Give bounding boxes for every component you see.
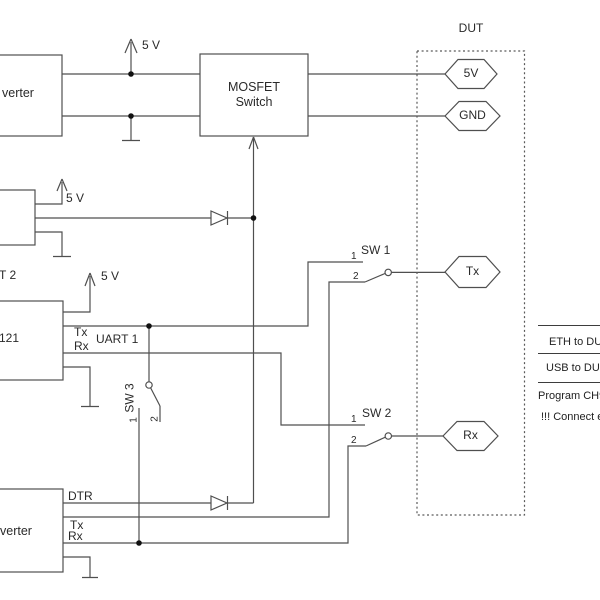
switch-sw1 [63,268,445,518]
sw3-pin2-label: 2 [149,416,161,422]
sw2-pivot [384,432,393,440]
rail-5v-top-label: 5 V [142,38,161,52]
converter-top-label: verter [2,86,34,100]
sw2-arm [365,436,386,447]
power-rail-top [122,38,140,142]
diode-dtr [210,495,229,511]
rail-5v-module-label: 5 V [101,269,120,283]
sw1-pivot [384,268,393,277]
wire-mosfet-to-dut [308,73,445,117]
block-converter-top [0,54,63,137]
module-tx-pin-label: Tx [74,325,88,339]
uart2-label: T 2 [0,268,17,282]
wire-uart1-rx [63,352,365,426]
block-converter-bottom [0,488,64,573]
sw1-pin1-label: 1 [351,251,357,262]
ground-icon [122,116,140,142]
bottom-rx-pin-label: Rx [68,529,83,543]
port-5v-hexagon [444,58,498,90]
arrow-up-icon [248,136,259,150]
dut-port-gnd-label: GND [459,108,486,122]
module-rx-pin-label: Rx [74,339,89,353]
sw3-pivot [145,381,153,389]
block-uart2 [0,189,36,246]
note-usb: USB to DU [546,362,600,374]
block-mosfet-switch [199,53,309,137]
uart2-pins [35,178,254,258]
wire-bottom-rx-to-sw2 [63,445,366,544]
sw2-pin1-label: 1 [351,414,357,425]
sw2-pin2-label: 2 [351,435,357,446]
arrow-up-icon [84,272,96,287]
junction-dots [128,71,257,546]
notes-divider [538,325,600,326]
note-program: Program CH9 [538,390,600,402]
sw3-arm [150,387,161,407]
sw2-name: SW 2 [362,406,392,420]
sw3-name: SW 3 [122,383,137,413]
dut-port-rx-label: Rx [463,428,478,442]
arrow-up-icon [124,38,138,54]
port-tx-hexagon [444,255,501,289]
wire-mosfet-control [248,136,259,503]
sw3-pin1-label: 1 [128,417,140,423]
note-connect: !!! Connect e [541,411,600,423]
uart1-label: UART 1 [96,332,139,346]
dut-port-tx-label: Tx [465,264,480,278]
converter-bottom-label: verter [0,524,32,538]
notes-divider [538,382,600,383]
module-pins [63,261,365,426]
mosfet-label-line2: Switch [235,95,273,109]
ground-icon [35,231,71,258]
dut-port-5v-label: 5V [463,66,479,80]
port-gnd-hexagon [444,100,501,132]
arrow-up-icon [56,178,68,192]
switch-sw2 [63,432,443,544]
notes-divider [538,353,600,354]
wire-converter-to-mosfet [62,73,200,117]
note-eth: ETH to DU [549,336,600,348]
dut-title: DUT [458,21,484,35]
dtr-pin-label: DTR [68,489,93,503]
mosfet-label-line1: MOSFET [227,80,281,94]
bottom-tx-pin-label: Tx [70,518,84,532]
wire-bottom-tx-to-sw1 [63,281,365,518]
module-121-label: 121 [0,331,20,345]
sw1-pin2-label: 2 [353,271,359,282]
sw1-arm [364,272,386,283]
dut-boundary [416,50,526,516]
rail-5v-uart2-label: 5 V [66,191,85,205]
block-module-121 [0,300,64,381]
ground-icon [63,366,99,408]
port-rx-hexagon [442,420,499,452]
switch-sw3 [138,326,161,543]
bottom-converter-pins [63,502,254,579]
ground-icon [63,556,98,579]
wire-uart1-tx [63,261,363,327]
diode-uart2 [210,210,229,226]
sw1-name: SW 1 [361,243,391,257]
